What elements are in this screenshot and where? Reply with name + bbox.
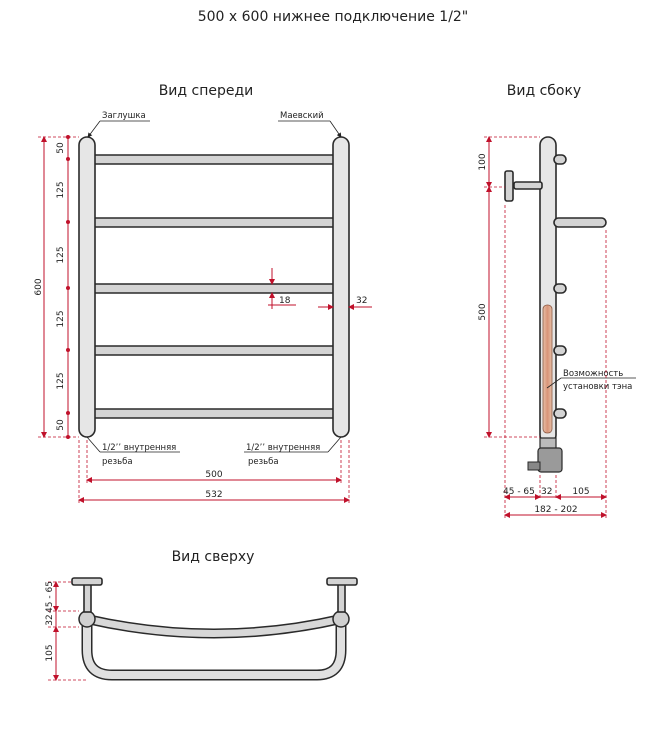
side-top-value: 100 (478, 153, 488, 170)
wall-bracket-plate (504, 170, 514, 202)
heater-element (542, 304, 553, 434)
rung-1 (87, 154, 342, 165)
spacing-6: 50 (56, 419, 66, 431)
side-stub-5 (553, 408, 567, 419)
spacing-1: 50 (56, 142, 66, 154)
height-value: 600 (34, 278, 44, 295)
spacing-2: 125 (56, 181, 66, 198)
side-stub-1 (553, 154, 567, 165)
top-left-post (78, 610, 96, 628)
top-depth-value: 105 (45, 644, 55, 661)
side-stub-3 (553, 283, 567, 294)
side-view-heading: Вид сбоку (507, 83, 581, 99)
valve-label: Маевский (280, 111, 324, 121)
page-title: 500 x 600 нижнее подключение 1/2" (198, 9, 469, 25)
heater-label-line1: Возможность (563, 369, 623, 379)
side-view: Вид сбоку Возможность установки тэна 100… (478, 83, 636, 518)
right-post (332, 136, 350, 438)
thread-left-leader (86, 436, 101, 453)
left-post (78, 136, 96, 438)
top-view: Вид сверху 45 - 65 32 105 (45, 549, 358, 681)
spacing-3: 125 (56, 246, 66, 263)
width-total-value: 532 (205, 490, 222, 500)
rung-3 (87, 283, 342, 294)
heater-label-line2: установки тэна (563, 382, 632, 392)
pipe-dia-value: 18 (279, 296, 291, 306)
top-post-value: 32 (45, 614, 55, 625)
heater-leader (546, 377, 562, 389)
spacing-ticks (66, 135, 70, 439)
top-wall-value: 45 - 65 (45, 581, 55, 613)
side-wall-value: 45 - 65 (503, 487, 535, 497)
side-post-value: 32 (541, 487, 552, 497)
valve-leader (329, 120, 342, 138)
top-view-heading: Вид сверху (172, 549, 255, 565)
top-arch (86, 615, 342, 637)
side-total-value: 182 - 202 (534, 505, 577, 515)
top-right-post (332, 610, 350, 628)
side-stub-2 (553, 217, 607, 228)
top-outer-loop (83, 615, 345, 679)
top-right-bracket-arm (337, 583, 346, 613)
rung-2 (87, 217, 346, 228)
rung-4 (87, 345, 342, 356)
side-valve-body (537, 447, 563, 473)
plug-label: Заглушка (102, 111, 146, 121)
side-depth-value: 105 (572, 487, 589, 497)
thread-left-line2: резьба (102, 457, 133, 467)
top-right-bracket-plate (326, 577, 358, 586)
side-height-value: 500 (478, 303, 488, 320)
post-dia-value: 32 (356, 296, 367, 306)
front-view-heading: Вид спереди (159, 83, 254, 99)
top-left-bracket-arm (83, 583, 92, 613)
top-left-bracket-plate (71, 577, 103, 586)
thread-right-line1: 1/2’’ внутренняя (246, 443, 320, 453)
side-stub-4 (553, 345, 567, 356)
front-view: Вид спереди Заглушка Маевский 600 (34, 83, 372, 503)
spacing-5: 125 (56, 372, 66, 389)
wall-bracket-arm (513, 181, 543, 190)
thread-right-line2: резьба (248, 457, 279, 467)
thread-right-leader (327, 436, 342, 453)
rung-5 (87, 408, 342, 419)
side-valve-outlet (527, 461, 541, 471)
width-inner-value: 500 (205, 470, 222, 480)
thread-left-line1: 1/2’’ внутренняя (102, 443, 176, 453)
spacing-4: 125 (56, 310, 66, 327)
plug-leader (87, 120, 101, 138)
